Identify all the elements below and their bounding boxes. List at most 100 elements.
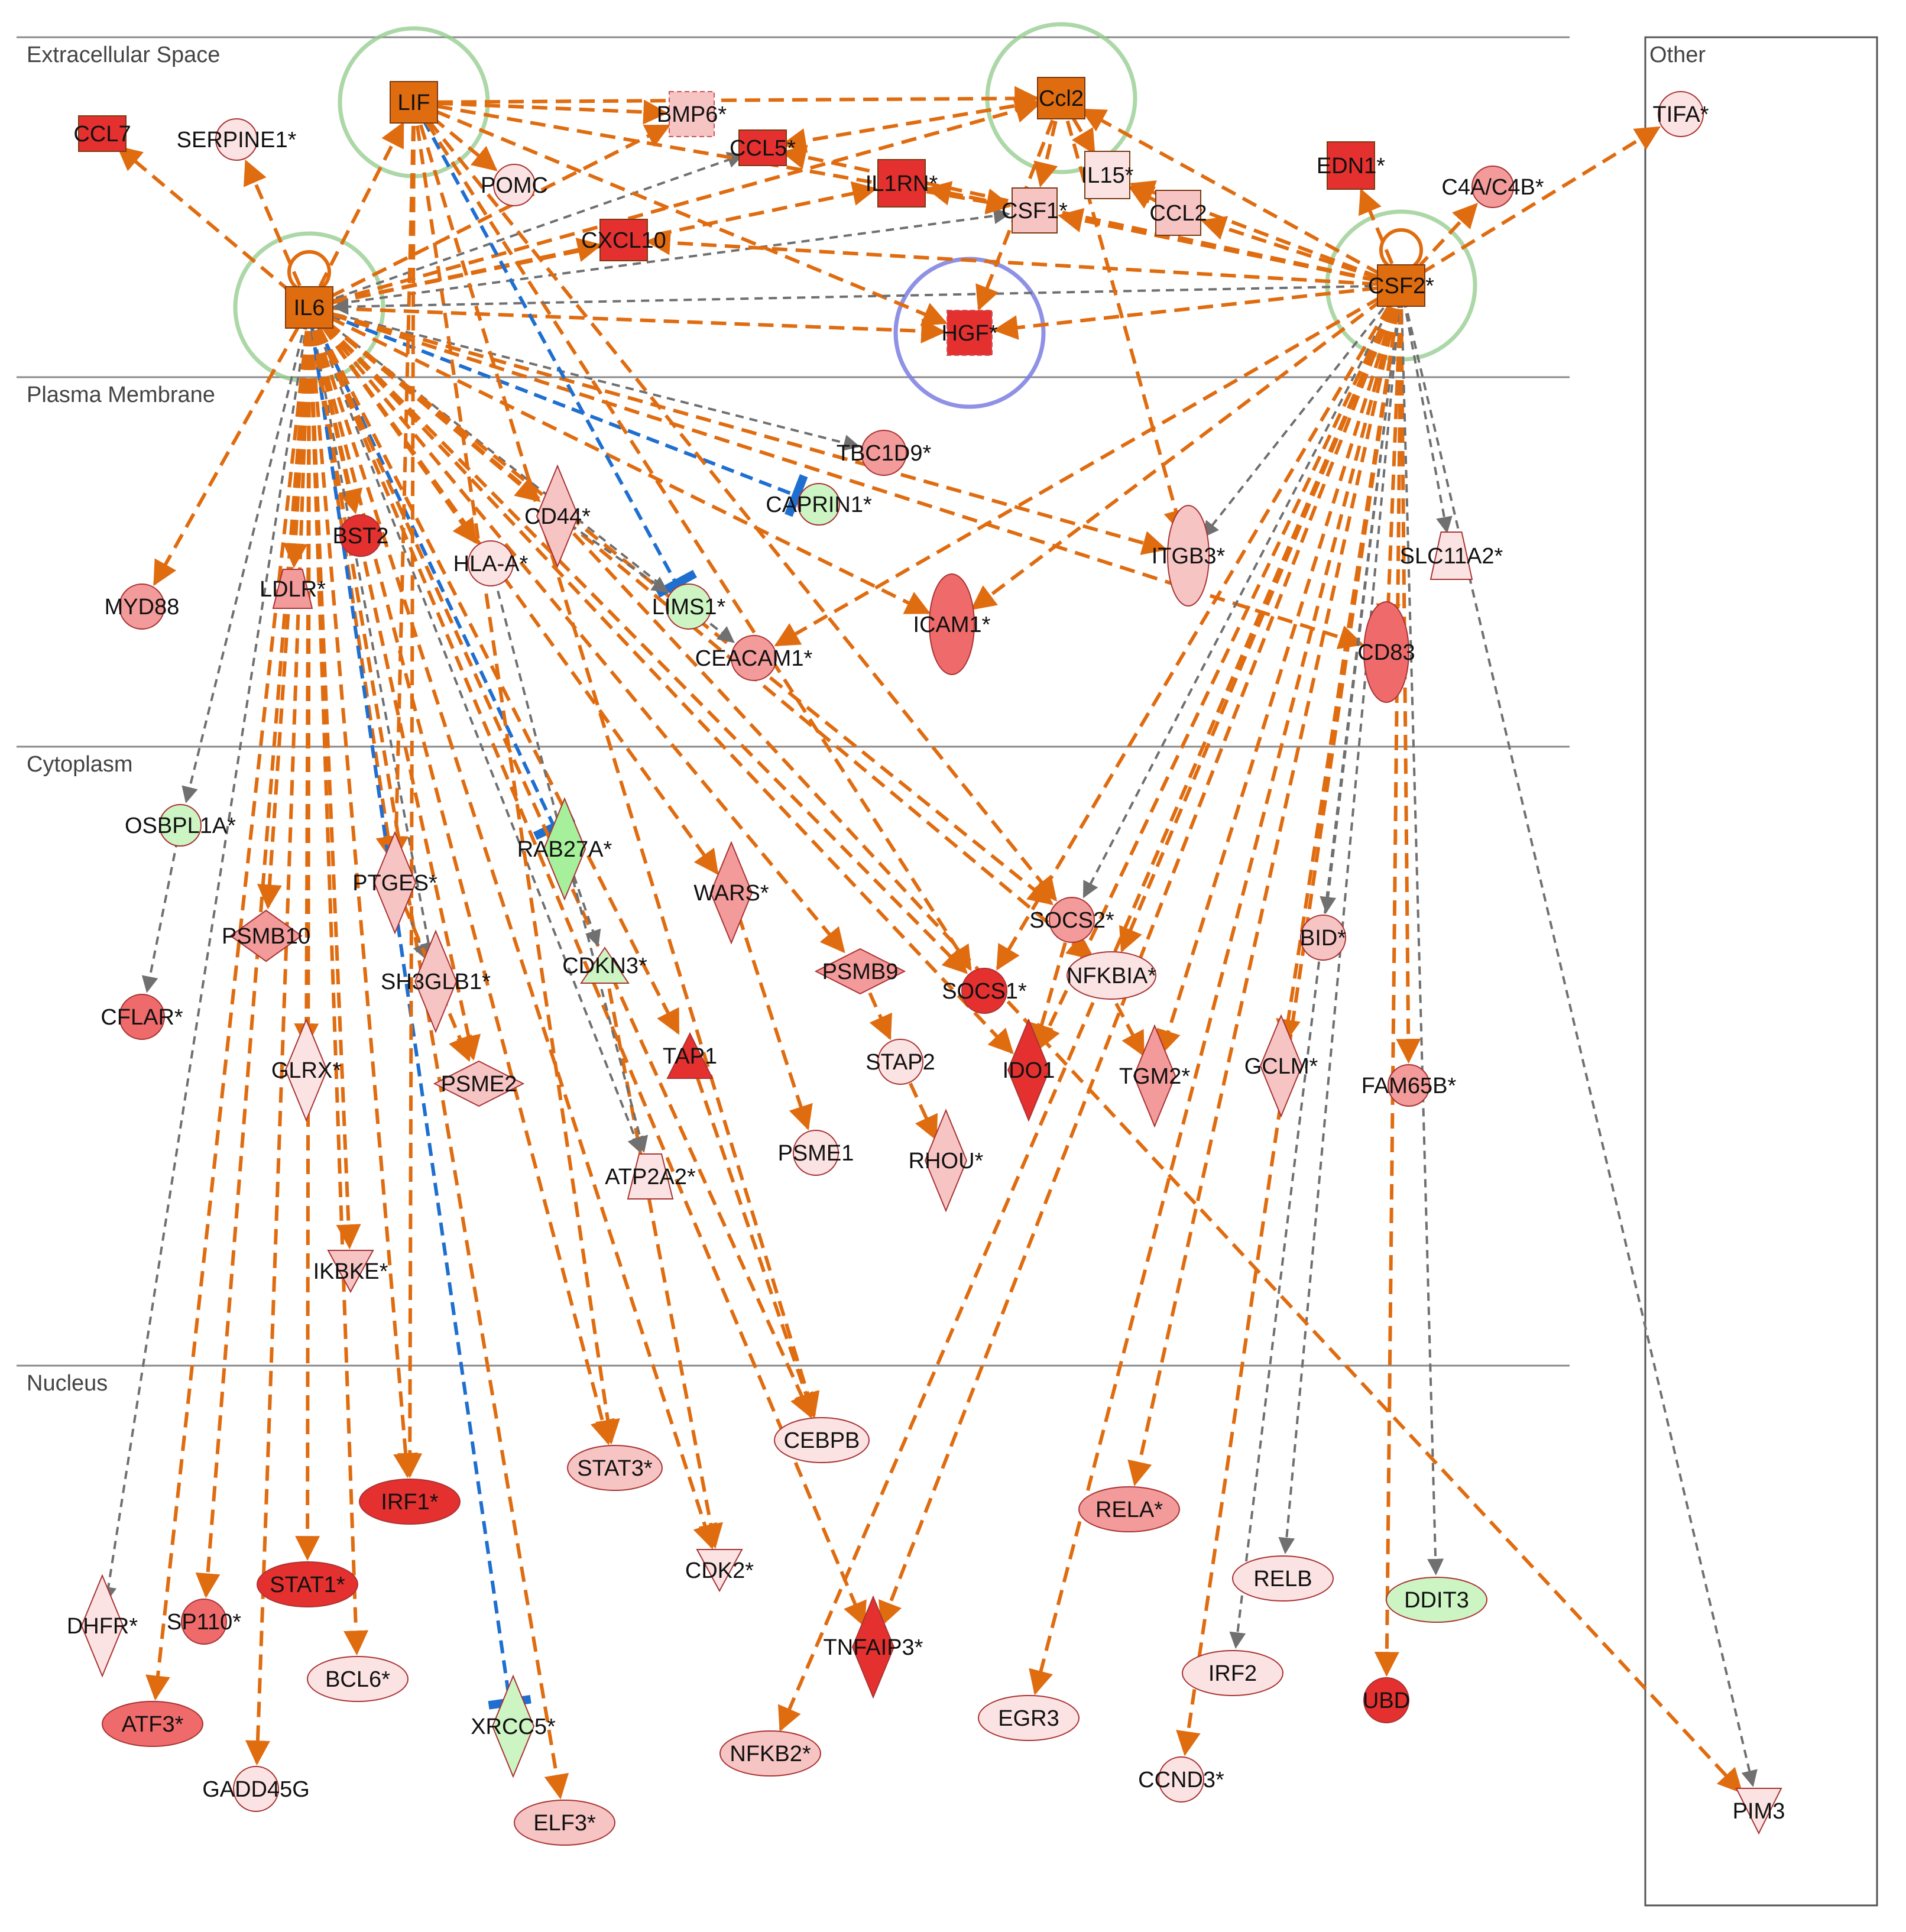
node-ccl2[interactable]: Ccl2 (1037, 77, 1085, 119)
node-label-psme1: PSME1 (778, 1141, 854, 1166)
node-ccl2b[interactable]: CCL2 (1149, 190, 1207, 236)
node-cebpb[interactable]: CEBPB (774, 1417, 870, 1463)
node-label-egr3: EGR3 (998, 1706, 1059, 1731)
node-icam1[interactable]: ICAM1* (913, 573, 991, 675)
node-sh3glb1[interactable]: SH3GLB1* (381, 929, 491, 1033)
node-il6[interactable]: IL6 (285, 286, 333, 329)
node-hgf[interactable]: HGF* (942, 310, 998, 356)
node-cd83[interactable]: CD83 (1357, 601, 1415, 703)
node-label-ubd: UBD (1363, 1688, 1410, 1713)
node-irf1[interactable]: IRF1* (359, 1479, 461, 1525)
node-tifa[interactable]: TIFA* (1652, 91, 1709, 137)
node-cdk2[interactable]: CDK2* (685, 1549, 754, 1593)
node-ddit3[interactable]: DDIT3 (1386, 1577, 1487, 1623)
node-elf3[interactable]: ELF3* (514, 1800, 615, 1846)
node-label-nfkb2: NFKB2* (730, 1742, 811, 1766)
node-psmb9[interactable]: PSMB9 (814, 948, 906, 995)
node-atf3[interactable]: ATF3* (102, 1701, 203, 1747)
node-ido1[interactable]: IDO1 (1003, 1018, 1055, 1122)
node-shape-cflar (119, 994, 165, 1040)
node-ikbke[interactable]: IKBKE* (313, 1250, 388, 1294)
node-label-cxcl10: CXCL10 (581, 228, 666, 253)
node-ldlr[interactable]: LDLR* (260, 569, 326, 609)
edge-csf2-ubd (1374, 285, 1403, 1677)
node-bid[interactable]: BID* (1300, 915, 1346, 961)
node-cd44[interactable]: CD44* (524, 464, 591, 568)
node-ccnd3[interactable]: CCND3* (1138, 1756, 1224, 1803)
node-label-ccl7: CCL7 (73, 122, 131, 147)
edge-wars-psme1 (730, 892, 813, 1131)
edge-il6-socs1 (307, 306, 968, 974)
node-pim3[interactable]: PIM3 (1733, 1788, 1785, 1835)
node-tap1[interactable]: TAP1 (663, 1032, 717, 1079)
node-caprin1[interactable]: CAPRIN1* (766, 483, 872, 526)
node-bst2[interactable]: BST2 (332, 514, 389, 557)
node-wars[interactable]: WARS* (693, 841, 769, 945)
node-il15[interactable]: IL15* (1081, 151, 1134, 199)
node-slc11a2[interactable]: SLC11A2* (1400, 531, 1503, 580)
node-hlaa[interactable]: HLA-A* (453, 540, 529, 586)
node-itgb3[interactable]: ITGB3* (1152, 505, 1226, 607)
node-csf1[interactable]: CSF1* (1001, 187, 1068, 234)
node-lif[interactable]: LIF (390, 81, 438, 124)
node-socs2[interactable]: SOCS2* (1029, 897, 1114, 943)
node-tgm2[interactable]: TGM2* (1119, 1024, 1191, 1128)
node-pomc[interactable]: POMC (481, 164, 548, 206)
node-sp110[interactable]: SP110* (167, 1599, 241, 1645)
node-rhou[interactable]: RHOU* (909, 1108, 984, 1213)
node-shape-egr3 (978, 1695, 1080, 1741)
node-tbc1d9[interactable]: TBC1D9* (837, 430, 932, 476)
node-edn1[interactable]: EDN1* (1317, 141, 1385, 190)
node-lims1[interactable]: LIMS1* (652, 584, 726, 630)
edge-il6-ccl7 (116, 145, 310, 309)
node-stat3[interactable]: STAT3* (567, 1445, 663, 1491)
node-socs1[interactable]: SOCS1* (942, 968, 1027, 1014)
node-ceacam1[interactable]: CEACAM1* (695, 635, 813, 681)
node-c4a[interactable]: C4A/C4B* (1441, 166, 1544, 208)
edge-csf2-ccnd3 (1176, 285, 1403, 1756)
node-cflar[interactable]: CFLAR* (101, 994, 183, 1040)
edge-il6-gadd45g (245, 307, 311, 1766)
edge-csf2-tgm2 (1156, 285, 1403, 1055)
node-ccl5[interactable]: CCL5* (730, 129, 796, 166)
node-rela[interactable]: RELA* (1078, 1486, 1180, 1532)
node-cdkn3[interactable]: CDKN3* (562, 946, 647, 984)
node-tnfaip3[interactable]: TNFAIP3* (824, 1595, 923, 1699)
node-dhfr[interactable]: DHFR* (67, 1574, 138, 1678)
node-label-cflar: CFLAR* (101, 1005, 183, 1030)
node-ubd[interactable]: UBD (1363, 1677, 1410, 1723)
node-psmb10[interactable]: PSMB10 (222, 909, 310, 962)
node-stat1[interactable]: STAT1* (257, 1561, 358, 1607)
node-serpine1[interactable]: SERPINE1* (177, 118, 297, 161)
node-gadd45g[interactable]: GADD45G (202, 1766, 310, 1812)
node-relb[interactable]: RELB (1232, 1555, 1334, 1602)
node-cxcl10[interactable]: CXCL10 (581, 219, 666, 261)
node-glrx[interactable]: GLRX* (271, 1018, 341, 1122)
node-stap2[interactable]: STAP2 (866, 1039, 935, 1085)
node-myd88[interactable]: MYD88 (105, 584, 180, 630)
node-psme1[interactable]: PSME1 (778, 1130, 854, 1176)
layer-label-nucleus: Nucleus (27, 1371, 108, 1396)
node-label-stap2: STAP2 (866, 1050, 935, 1075)
node-psme2[interactable]: PSME2 (433, 1060, 525, 1107)
node-il1rn[interactable]: IL1RN* (866, 159, 938, 208)
node-label-stat3: STAT3* (577, 1456, 653, 1481)
node-ptges[interactable]: PTGES* (352, 831, 437, 935)
node-irf2[interactable]: IRF2 (1182, 1650, 1283, 1696)
node-gclm[interactable]: GCLM* (1244, 1014, 1318, 1118)
node-ccl7[interactable]: CCL7 (73, 115, 131, 152)
edge-cdkn3-cdk2 (603, 965, 723, 1549)
node-label-bid: BID* (1300, 926, 1346, 951)
node-xrcc5[interactable]: XRCC5* (471, 1674, 556, 1778)
node-rab27a[interactable]: RAB27A* (517, 797, 612, 901)
node-bcl6[interactable]: BCL6* (307, 1656, 409, 1702)
node-nfkb2[interactable]: NFKB2* (719, 1730, 821, 1777)
edge-il6-caprin1 (308, 306, 808, 517)
node-csf2[interactable]: CSF2* (1368, 264, 1434, 307)
node-nfkbia[interactable]: NFKBIA* (1067, 951, 1156, 1000)
node-atp2a2[interactable]: ATP2A2* (605, 1153, 696, 1200)
node-egr3[interactable]: EGR3 (978, 1695, 1080, 1741)
node-bmp6[interactable]: BMP6* (657, 91, 727, 137)
node-osbpl1a[interactable]: OSBPL1A* (125, 804, 236, 847)
node-fam65b[interactable]: FAM65B* (1362, 1064, 1457, 1107)
